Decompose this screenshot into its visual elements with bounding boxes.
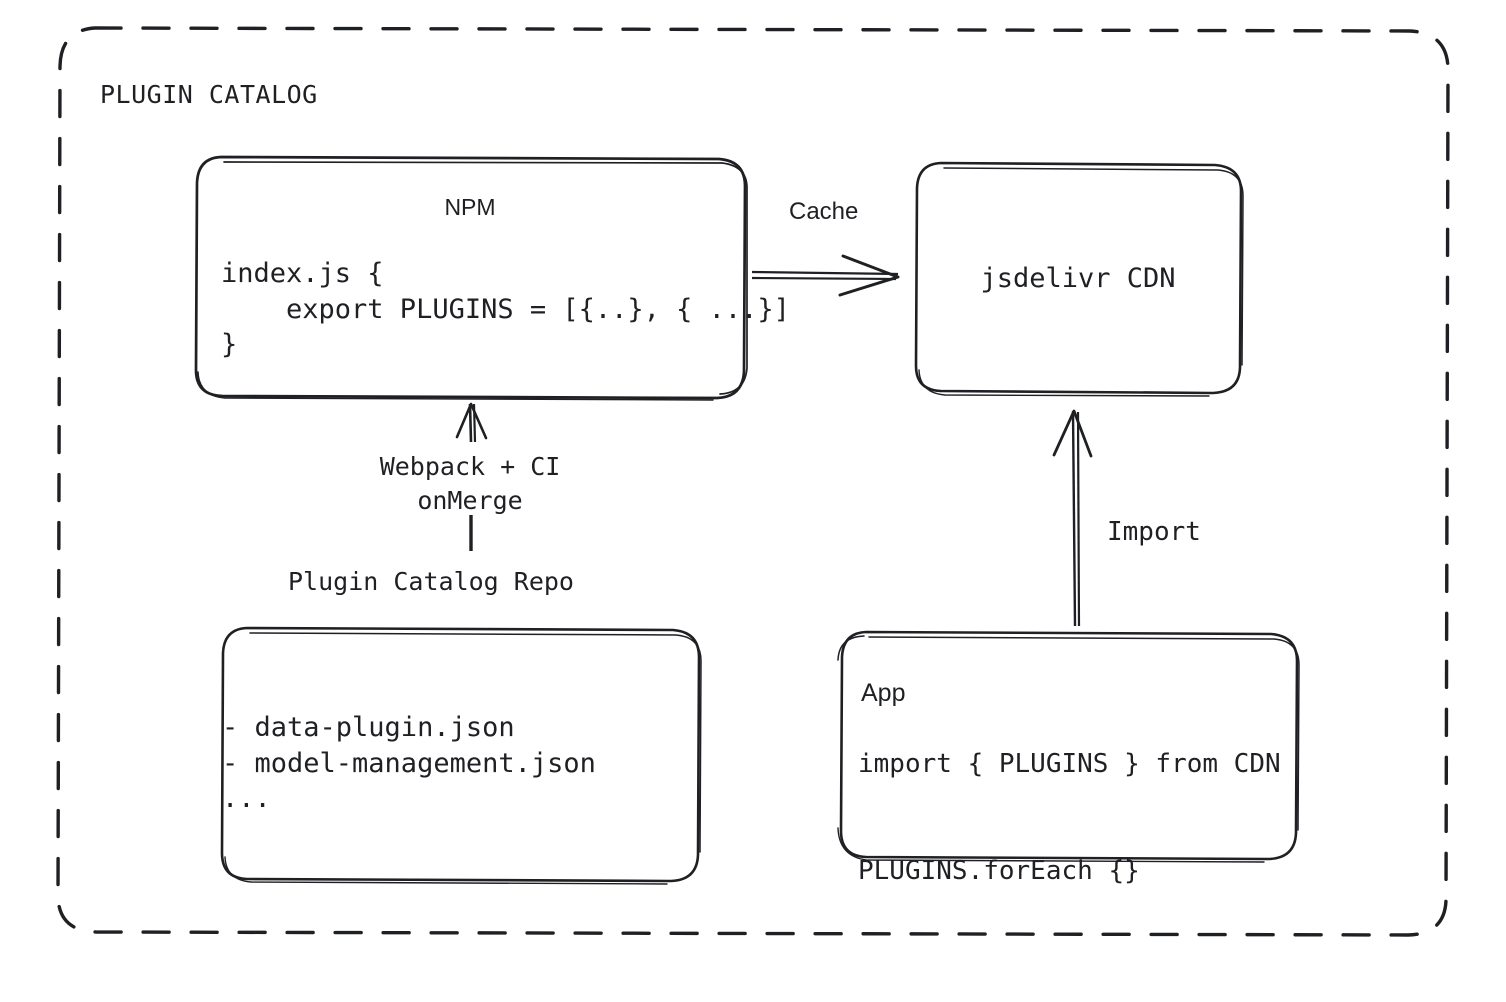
npm-node-code: index.js { export PLUGINS = [{..}, { ...…	[221, 258, 790, 361]
app-node-code: import { PLUGINS } from CDN PLUGINS.forE…	[858, 749, 1281, 886]
npm-node-title: NPM	[444, 194, 496, 220]
group-title: PLUGIN CATALOG	[100, 80, 318, 109]
repo-node-caption: Plugin Catalog Repo	[288, 567, 574, 596]
edge-app-to-cdn	[1052, 409, 1093, 627]
cdn-node-title: jsdelivr CDN	[980, 263, 1176, 294]
app-node-title: App	[861, 679, 906, 707]
edge-label-webpack-ci: Webpack + CI onMerge	[379, 452, 561, 515]
repo-node-file-list: - data-plugin.json - model-management.js…	[222, 712, 596, 815]
edge-label-import: Import	[1107, 517, 1201, 547]
edge-label-cache: Cache	[789, 198, 859, 225]
